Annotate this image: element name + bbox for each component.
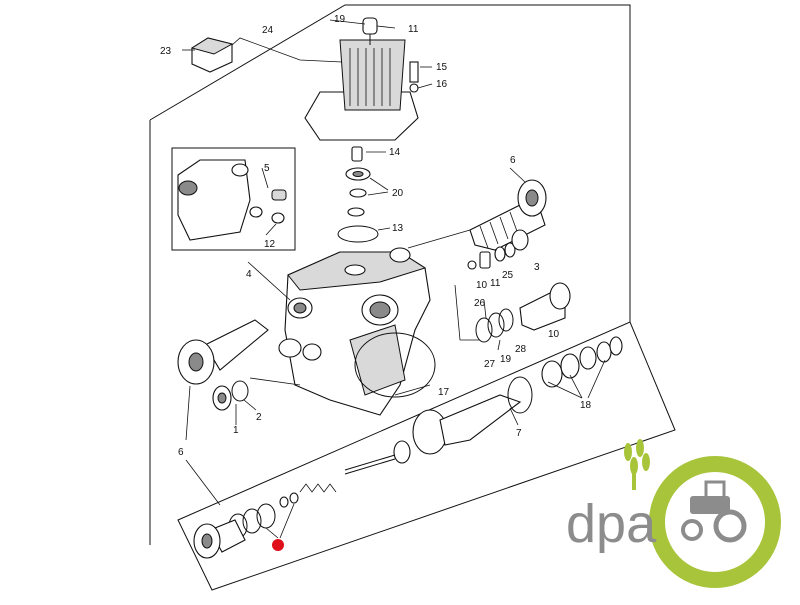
callout-5: 5 [264, 163, 270, 174]
callout-19: 19 [500, 354, 512, 365]
connector-plug [190, 37, 234, 73]
spool-upper-right [469, 179, 547, 251]
seal-stack [337, 146, 379, 243]
callout-18: 18 [580, 400, 592, 411]
inset-box [171, 147, 296, 251]
callout-17: 17 [438, 387, 450, 398]
highlight-marker [272, 539, 284, 551]
logo-text: dpa [566, 494, 657, 554]
callout-11: 12 [264, 239, 276, 250]
diagram-frame [149, 4, 631, 322]
logo-tractor-icon [681, 480, 747, 543]
spool-lower [193, 336, 623, 559]
callout-15: 15 [436, 62, 448, 73]
callout-28: 28 [515, 344, 527, 355]
callout-8: 10 [476, 280, 488, 291]
rings-right [475, 308, 514, 343]
dpa-logo: dpa [566, 439, 781, 588]
callout-20: 20 [392, 188, 404, 199]
small-parts-right [467, 229, 529, 270]
bottom-panel [177, 321, 676, 591]
callout-16: 16 [436, 79, 448, 90]
callout-24: 24 [262, 25, 274, 36]
callout-12: 11 [408, 24, 419, 35]
callout-10: 10 [548, 329, 560, 340]
inset-detail [177, 159, 287, 241]
o-ring-17 [354, 332, 436, 398]
callout-14: 14 [389, 147, 401, 158]
callout-6-upper: 6 [510, 155, 516, 166]
logo-wheat-icon [624, 439, 650, 490]
callout-26: 26 [474, 298, 486, 309]
valve-body [278, 247, 431, 416]
callout-25: 25 [502, 270, 514, 281]
callout-13: 13 [392, 223, 404, 234]
callout-23: 23 [160, 46, 172, 57]
leader-lines [182, 19, 606, 539]
cable-24 [231, 37, 343, 63]
callout-9: 11 [490, 278, 501, 289]
callout-labels: 19 11 24 23 15 16 14 20 13 6 5 12 4 10 1… [160, 14, 592, 458]
callout-2: 2 [256, 412, 262, 423]
callout-7: 7 [516, 428, 522, 439]
sensor-assembly [304, 17, 419, 141]
callout-4: 4 [246, 269, 252, 280]
plug-10 [519, 282, 571, 331]
callout-3: 3 [534, 262, 540, 273]
logo-gear-ring [649, 456, 781, 588]
callout-27: 27 [484, 359, 496, 370]
callout-22: 19 [334, 14, 346, 25]
spool-left [177, 319, 269, 411]
callout-6-lower: 6 [178, 447, 184, 458]
callout-1: 1 [233, 425, 239, 436]
